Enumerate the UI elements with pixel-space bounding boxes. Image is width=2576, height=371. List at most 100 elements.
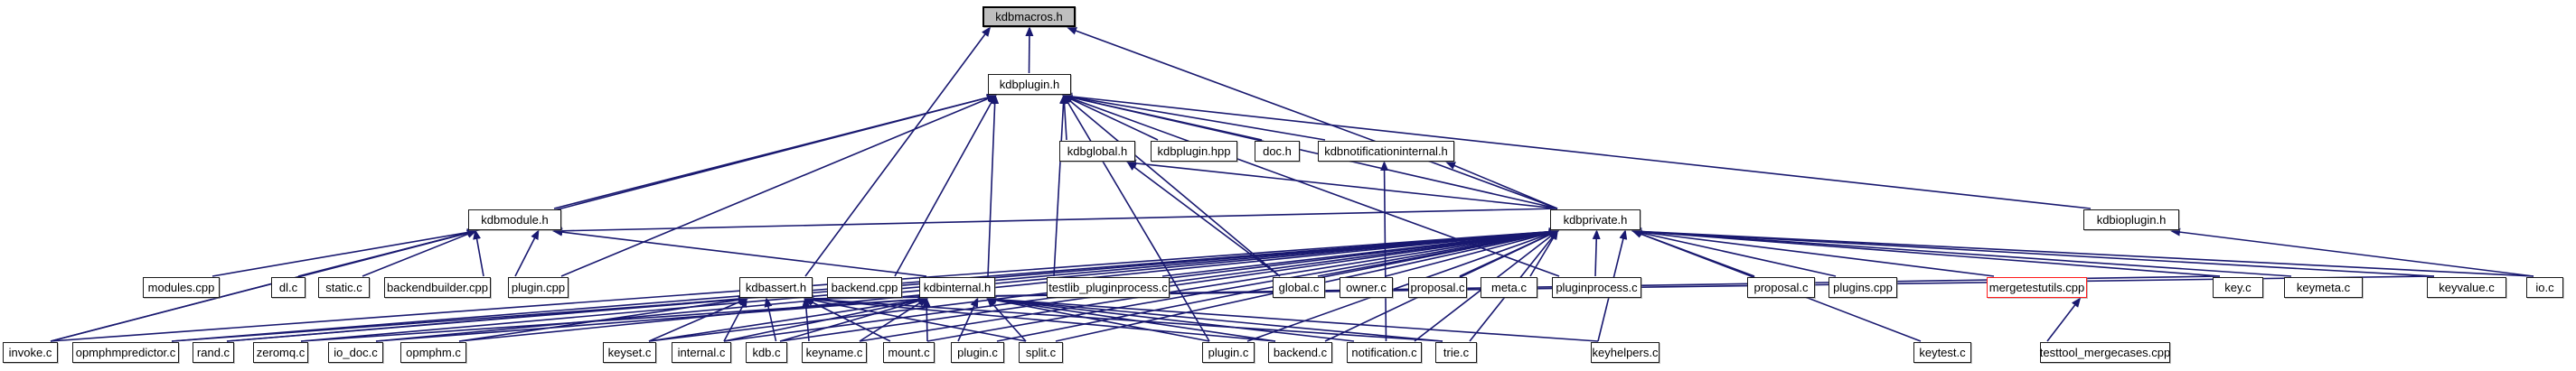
graph-node-static_c[interactable]: static.c <box>318 277 370 298</box>
graph-node-testtool_mergecases_cpp[interactable]: testtool_mergecases.cpp <box>2040 342 2170 363</box>
graph-node-meta_c[interactable]: meta.c <box>1481 277 1537 298</box>
graph-node-doc_h[interactable]: doc.h <box>1255 141 1300 162</box>
graph-node-kdbglobal_h[interactable]: kdbglobal.h <box>1059 141 1135 162</box>
edge-kdbplugin_h-to-kdbmacros_h <box>1025 26 1034 74</box>
edge-kdbnotificationinternal_h-to-kdbplugin_h <box>1062 93 1326 141</box>
edge-internal_c-to-kdbassert_h <box>723 297 747 342</box>
edge-plugin_cpp-to-kdbplugin_h <box>560 95 997 277</box>
edge-kdbinternal_h-to-kdbmodule_h <box>552 227 927 277</box>
edge-kdb_c-to-kdbinternal_h <box>779 297 928 342</box>
graph-node-kdbmodule_h[interactable]: kdbmodule.h <box>468 209 561 230</box>
graph-node-rand_c[interactable]: rand.c <box>193 342 234 363</box>
graph-node-keyname_c[interactable]: keyname.c <box>802 342 867 363</box>
edge-plugins_cpp-to-kdbprivate_h <box>1631 228 1837 277</box>
edge-modules_cpp-to-kdbmodule_h <box>212 228 477 277</box>
edge-kdbplugin_hpp-to-kdbplugin_h <box>1062 95 1159 141</box>
graph-node-backend_cpp[interactable]: backend.cpp <box>827 277 902 298</box>
graph-node-plugin_cpp[interactable]: plugin.cpp <box>508 277 569 298</box>
graph-node-kdbnotificationinternal_h[interactable]: kdbnotificationinternal.h <box>1318 141 1454 162</box>
edge-kdbprivate_h-to-kdbglobal_h <box>1126 159 1558 209</box>
graph-node-io_doc_c[interactable]: io_doc.c <box>328 342 383 363</box>
edge-keymeta_c-to-kdbprivate_h <box>1631 227 2292 277</box>
edge-kdbprivate_h-to-kdbmodule_h <box>552 208 1558 236</box>
edge-kdbinternal_h-to-kdbplugin_h <box>987 94 1000 277</box>
graph-node-backend_c[interactable]: backend.c <box>1268 342 1332 363</box>
edge-notification_c-to-kdbinternal_h <box>986 295 1355 342</box>
graph-node-plugin_c2[interactable]: plugin.c <box>1202 342 1255 363</box>
edge-backendbuilder_cpp-to-kdbmodule_h <box>473 229 484 277</box>
edge-pluginprocess_c-to-kdbprivate_h <box>1592 229 1601 277</box>
graph-node-io_c[interactable]: io.c <box>2526 277 2563 298</box>
graph-node-notification_c[interactable]: notification.c <box>1347 342 1422 363</box>
edge-plugin_cpp-to-kdbmodule_h <box>514 229 540 277</box>
graph-node-kdbmacros_h[interactable]: kdbmacros.h <box>982 6 1076 27</box>
edge-kdbprivate_h-to-kdbplugin_h <box>1062 93 1558 209</box>
graph-node-pluginprocess_c[interactable]: pluginprocess.c <box>1552 277 1641 298</box>
edge-static_c-to-kdbmodule_h <box>362 230 477 277</box>
graph-node-proposal_c1[interactable]: proposal.c <box>1408 277 1467 298</box>
edge-keyname_c-to-kdbassert_h <box>802 297 811 342</box>
graph-node-kdbinternal_h[interactable]: kdbinternal.h <box>919 277 995 298</box>
edge-key_c-to-kdbprivate_h <box>1631 227 2221 277</box>
graph-node-kdbplugin_h[interactable]: kdbplugin.h <box>988 74 1071 95</box>
edge-kdbprivate_h-to-kdbnotificationinternal_h <box>1445 162 1558 209</box>
edge-keyset_c-to-kdbassert_h <box>648 298 748 342</box>
edge-keyvalue_c-to-kdbprivate_h <box>1631 227 2435 277</box>
edge-opmphm_c-to-kdbprivate_h <box>458 227 1559 342</box>
edge-kdbioplugin_h-to-kdbplugin_h <box>1062 92 2092 209</box>
graph-node-kdbprivate_h[interactable]: kdbprivate.h <box>1550 209 1641 230</box>
graph-node-proposal_c2[interactable]: proposal.c <box>1747 277 1815 298</box>
edge-owner_c-to-kdbprivate_h <box>1385 228 1559 277</box>
edge-trie_c-to-kdbinternal_h <box>986 295 1443 342</box>
edge-backend_cpp-to-kdbplugin_h <box>894 94 996 277</box>
graph-node-invoke_c[interactable]: invoke.c <box>3 342 58 363</box>
graph-node-plugins_cpp[interactable]: plugins.cpp <box>1829 277 1897 298</box>
graph-node-mount_c[interactable]: mount.c <box>883 342 935 363</box>
graph-node-owner_c[interactable]: owner.c <box>1340 277 1393 298</box>
graph-node-trie_c[interactable]: trie.c <box>1435 342 1477 363</box>
graph-node-kdbioplugin_h[interactable]: kdbioplugin.h <box>2083 209 2179 230</box>
graph-node-plugin_c1[interactable]: plugin.c <box>951 342 1004 363</box>
edge-testtool_mergecases_cpp-to-mergetestutils_cpp <box>2046 297 2082 342</box>
edge-kdbassert_h-to-kdbmacros_h <box>804 26 992 277</box>
edge-io_c-to-kdbprivate_h <box>1631 227 2534 277</box>
graph-node-zeromq_c[interactable]: zeromq.c <box>253 342 308 363</box>
edge-mount_c-to-kdbprivate_h <box>926 228 1559 342</box>
graph-node-backendbuilder_cpp[interactable]: backendbuilder.cpp <box>384 277 491 298</box>
edge-plugin_c1-to-kdbinternal_h <box>957 297 979 342</box>
graph-node-keyset_c[interactable]: keyset.c <box>603 342 656 363</box>
graph-node-keyvalue_c[interactable]: keyvalue.c <box>2427 277 2506 298</box>
edge-invoke_c-to-kdbmodule_h <box>50 228 477 342</box>
graph-node-keyhelpers_c[interactable]: keyhelpers.c <box>1591 342 1659 363</box>
edge-kdbglobal_h-to-kdbplugin_h <box>1060 94 1069 141</box>
edge-testlib_pluginprocess_c-to-kdbplugin_h <box>1053 94 1067 277</box>
graph-node-global_c[interactable]: global.c <box>1273 277 1325 298</box>
graph-node-split_c[interactable]: split.c <box>1019 342 1063 363</box>
graph-node-internal_c[interactable]: internal.c <box>672 342 731 363</box>
edge-backend_c-to-kdbinternal_h <box>986 295 1276 342</box>
graph-node-modules_cpp[interactable]: modules.cpp <box>143 277 220 298</box>
graph-node-opmphmpredictor_c[interactable]: opmphmpredictor.c <box>72 342 179 363</box>
edge-mergetestutils_cpp-to-kdbprivate_h <box>1631 227 1995 277</box>
graph-node-kdb_c[interactable]: kdb.c <box>746 342 787 363</box>
edge-keyset_c-to-kdbinternal_h <box>648 295 928 342</box>
graph-node-key_c[interactable]: key.c <box>2213 277 2263 298</box>
edge-keyhelpers_c-to-kdbinternal_h <box>986 295 1599 342</box>
graph-node-keytest_c[interactable]: keytest.c <box>1913 342 1971 363</box>
graph-node-testlib_pluginprocess_c[interactable]: testlib_pluginprocess.c <box>1047 277 1170 298</box>
graph-node-mergetestutils_cpp[interactable]: mergetestutils.cpp <box>1987 277 2087 298</box>
graph-node-opmphm_c[interactable]: opmphm.c <box>400 342 466 363</box>
graph-node-keymeta_c[interactable]: keymeta.c <box>2284 277 2363 298</box>
edge-zeromq_c-to-kdbinternal_h <box>300 295 928 342</box>
edge-keyname_c-to-kdbinternal_h <box>859 297 928 342</box>
edge-keyname_c-to-kdbprivate_h <box>859 227 1559 342</box>
graph-node-dl_c[interactable]: dl.c <box>271 277 306 298</box>
graph-node-kdbassert_h[interactable]: kdbassert.h <box>739 277 813 298</box>
edge-trie_c-to-kdbassert_h <box>804 295 1443 342</box>
edge-global_c-to-kdbplugin_h <box>1062 94 1281 277</box>
graph-node-kdbplugin_hpp[interactable]: kdbplugin.hpp <box>1151 141 1237 162</box>
edge-io_c-to-kdbioplugin_h <box>2170 227 2534 277</box>
edge-kdbprivate_h-to-kdbmacros_h <box>1067 26 1558 209</box>
